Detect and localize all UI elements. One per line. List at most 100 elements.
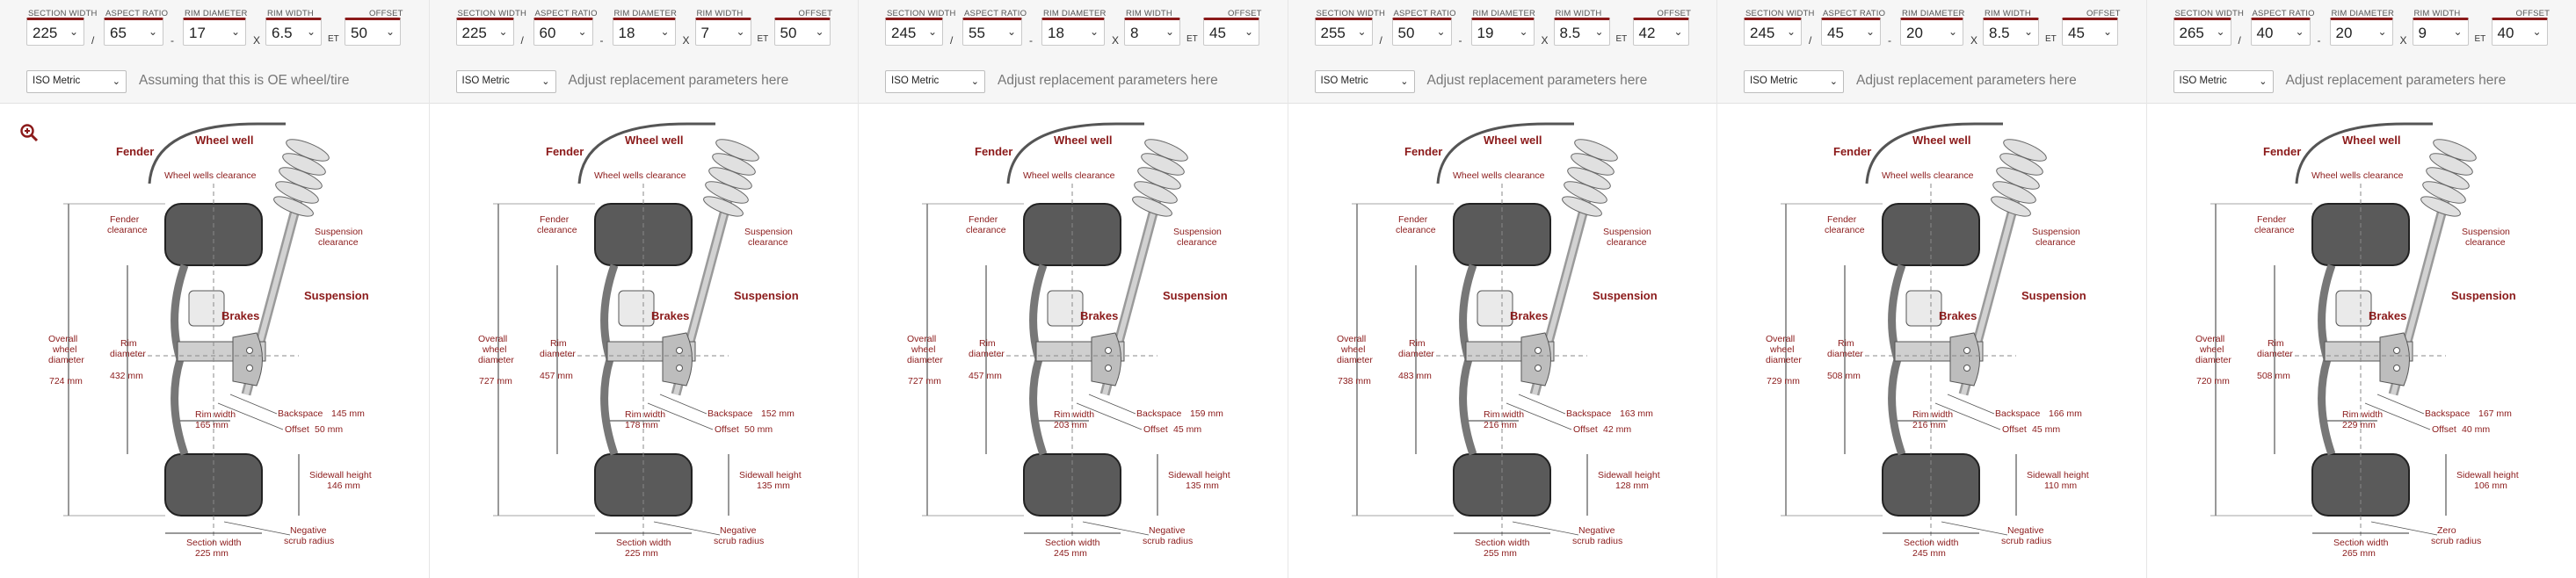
unit-system-select[interactable]: ISO Metric⌄ <box>1314 70 1415 93</box>
aspect-ratio-select[interactable]: 65⌄ <box>104 18 163 46</box>
section-width-select[interactable]: 225⌄ <box>26 18 84 46</box>
fender-outline <box>148 122 286 184</box>
overall-diameter-value: 727 mm <box>908 376 941 387</box>
scrub-label-1: Negative <box>290 525 327 536</box>
wheel-wells-clearance-label: Wheel wells clearance <box>594 170 686 181</box>
offset-value-label: 50 mm <box>315 424 343 435</box>
suspension-clearance-label-2: clearance <box>1607 237 1647 248</box>
dash-separator: - <box>1458 34 1462 47</box>
suspension-clearance-label-2: clearance <box>748 237 788 248</box>
fender-label: Fender <box>1833 145 1871 158</box>
offset-select[interactable]: 45⌄ <box>2062 18 2118 46</box>
chevron-down-icon: ⌄ <box>1519 25 1528 38</box>
offset-select[interactable]: 50⌄ <box>773 18 831 46</box>
fender-outline <box>1436 122 1574 184</box>
chevron-down-icon: ⌄ <box>736 25 745 38</box>
wheel-wells-clearance-label: Wheel wells clearance <box>2311 170 2404 181</box>
dash-separator: - <box>1888 34 1891 47</box>
rim-diameter-select[interactable]: 17⌄ <box>183 18 246 46</box>
aspect-ratio-label: ASPECT RATIO <box>1393 9 1456 18</box>
section-width-select[interactable]: 255⌄ <box>1314 18 1373 46</box>
fender-clearance-label-2: clearance <box>966 225 1006 235</box>
rim-label-1: Rim <box>1838 338 1854 349</box>
suspension-clearance-label-1: Suspension <box>1603 227 1651 237</box>
offset-select[interactable]: 50⌄ <box>345 18 401 46</box>
chevron-down-icon: ⌄ <box>2023 25 2033 38</box>
section-width-label: SECTION WIDTH <box>1316 9 1386 18</box>
rim-diameter-select[interactable]: 20⌄ <box>1900 18 1963 46</box>
suspension-label: Suspension <box>1163 289 1228 302</box>
scrub-label-2: scrub radius <box>1572 536 1622 546</box>
rim-width-value: 9 <box>2418 25 2427 41</box>
aspect-ratio-select[interactable]: 60⌄ <box>533 18 593 46</box>
rim-diameter-select[interactable]: 18⌄ <box>612 18 676 46</box>
parameter-bar: SECTION WIDTH 225⌄ / ASPECT RATIO 60⌄ - … <box>429 0 858 104</box>
rim-diameter-value: 432 mm <box>110 371 143 381</box>
rim-width-value: 229 mm <box>2342 420 2376 430</box>
sidewall-label: Sidewall height <box>1168 470 1230 480</box>
section-width-select[interactable]: 245⌄ <box>1744 18 1802 46</box>
unit-system-select[interactable]: ISO Metric⌄ <box>885 70 985 93</box>
wheel-fitment-diagram: Fender Wheel well Wheel wells clearance … <box>2195 122 2518 559</box>
chevron-down-icon: ⌄ <box>2532 25 2542 38</box>
offset-select[interactable]: 42⌄ <box>1632 18 1689 46</box>
brake-caliper <box>618 290 654 327</box>
aspect-ratio-value: 60 <box>539 25 556 41</box>
offset-value: 45 <box>1209 25 1226 41</box>
fender-clearance-label-2: clearance <box>107 225 148 235</box>
section-width-select[interactable]: 225⌄ <box>455 18 514 46</box>
aspect-ratio-select[interactable]: 50⌄ <box>1391 18 1452 46</box>
unit-system-select[interactable]: ISO Metric⌄ <box>1744 70 1844 93</box>
rim-width-select[interactable]: 8.5⌄ <box>1983 18 2039 46</box>
section-width-select[interactable]: 245⌄ <box>885 18 943 46</box>
rim-width-select[interactable]: 7⌄ <box>694 18 751 46</box>
suspension-clearance-label-1: Suspension <box>1173 227 1222 237</box>
aspect-ratio-label: ASPECT RATIO <box>1823 9 1886 18</box>
offset-label: Offset <box>285 424 309 435</box>
rim-width-select[interactable]: 9⌄ <box>2412 18 2469 46</box>
slash-separator: / <box>950 34 954 47</box>
wheel-fitment-diagram: Fender Wheel well Wheel wells clearance … <box>478 122 802 559</box>
sidewall-label: Sidewall height <box>739 470 802 480</box>
rim-diameter-select[interactable]: 18⌄ <box>1041 18 1105 46</box>
wheel-wells-clearance-label: Wheel wells clearance <box>1882 170 1974 181</box>
rim-width-select[interactable]: 6.5⌄ <box>265 18 322 46</box>
aspect-ratio-select[interactable]: 40⌄ <box>2250 18 2311 46</box>
brakes-label: Brakes <box>651 309 689 322</box>
fender-label: Fender <box>975 145 1012 158</box>
rim-width-select[interactable]: 8.5⌄ <box>1553 18 1610 46</box>
slash-separator: / <box>520 34 524 47</box>
unit-system-select[interactable]: ISO Metric⌄ <box>26 70 127 93</box>
brake-caliper <box>188 290 225 327</box>
aspect-ratio-select[interactable]: 55⌄ <box>962 18 1022 46</box>
rim-diameter-select[interactable]: 19⌄ <box>1470 18 1535 46</box>
scrub-label-1: Zero <box>2437 525 2456 536</box>
rim-diameter-label: RIM DIAMETER <box>613 9 678 18</box>
zoom-in-icon[interactable] <box>19 123 39 142</box>
chevron-down-icon: ⌄ <box>1400 76 1409 87</box>
wheel-panel-6: SECTION WIDTH 265⌄ / ASPECT RATIO 40⌄ - … <box>2146 0 2576 578</box>
scrub-label-1: Negative <box>2007 525 2044 536</box>
offset-label: OFFSET <box>1657 9 1692 18</box>
backspace-value: 166 mm <box>2049 408 2082 419</box>
chevron-down-icon: ⌄ <box>498 25 508 38</box>
x-separator: X <box>2399 34 2407 47</box>
section-width-value: 255 mm <box>1484 548 1517 559</box>
fender-clearance-label-1: Fender <box>110 214 140 225</box>
section-width-select[interactable]: 265⌄ <box>2173 18 2231 46</box>
offset-select[interactable]: 40⌄ <box>2491 18 2548 46</box>
rim-width-label: RIM WIDTH <box>267 9 314 18</box>
fender-clearance-label-1: Fender <box>1827 214 1857 225</box>
slash-separator: / <box>1809 34 1812 47</box>
panel-hint: Adjust replacement parameters here <box>2285 73 2507 88</box>
overall-label-1: Overall <box>1337 334 1366 344</box>
rim-diameter-value: 508 mm <box>2257 371 2290 381</box>
rim-diameter-select[interactable]: 20⌄ <box>2329 18 2393 46</box>
offset-select[interactable]: 45⌄ <box>1203 18 1259 46</box>
rim-width-select[interactable]: 8⌄ <box>1124 18 1180 46</box>
unit-system-select[interactable]: ISO Metric⌄ <box>455 70 556 93</box>
rim-diameter-value: 457 mm <box>969 371 1002 381</box>
aspect-ratio-select[interactable]: 45⌄ <box>1821 18 1881 46</box>
unit-system-select[interactable]: ISO Metric⌄ <box>2173 70 2274 93</box>
rim-label-2: diameter <box>969 349 1005 359</box>
